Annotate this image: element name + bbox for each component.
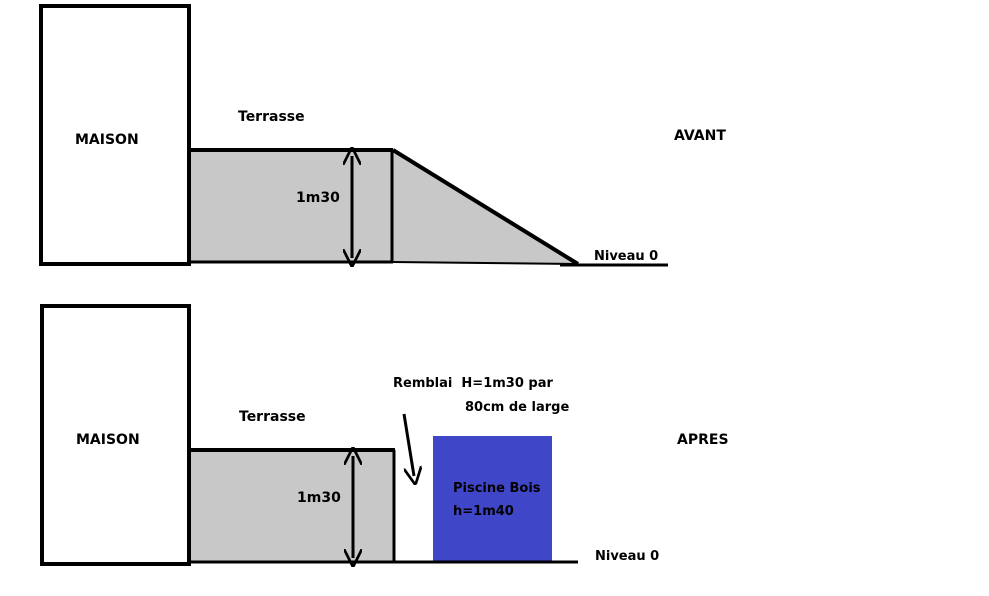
house-box: [40, 304, 191, 566]
pool-label-line1: Piscine Bois: [453, 481, 541, 496]
pool-label-line2: h=1m40: [453, 504, 514, 519]
height-label: 1m30: [296, 190, 340, 206]
terrace-label: Terrasse: [239, 409, 306, 425]
diagram-after: MAISON Terrasse 1m30 Niveau 0 APRES Remb…: [40, 304, 729, 566]
fill-note-line1: Remblai H=1m30 par: [393, 376, 553, 391]
height-label: 1m30: [297, 490, 341, 506]
slope-bottom-edge: [391, 261, 579, 265]
ground-label: Niveau 0: [595, 549, 659, 564]
state-label-after: APRES: [677, 432, 729, 448]
slope-line: [391, 148, 580, 266]
fill-note-line2: 80cm de large: [465, 400, 569, 415]
state-label-before: AVANT: [674, 128, 726, 144]
house-label: MAISON: [76, 432, 140, 448]
house-box: [39, 4, 191, 266]
diagram-before: MAISON Terrasse 1m30 Niveau 0 AVANT: [39, 4, 726, 266]
ground-label: Niveau 0: [594, 249, 658, 264]
pool-box: [433, 436, 552, 562]
terrace-block: [190, 150, 392, 262]
fill-pointer-arrow: [402, 413, 414, 476]
terrace-block: [190, 450, 394, 562]
terrace-label: Terrasse: [238, 109, 305, 125]
house-label: MAISON: [75, 132, 139, 148]
